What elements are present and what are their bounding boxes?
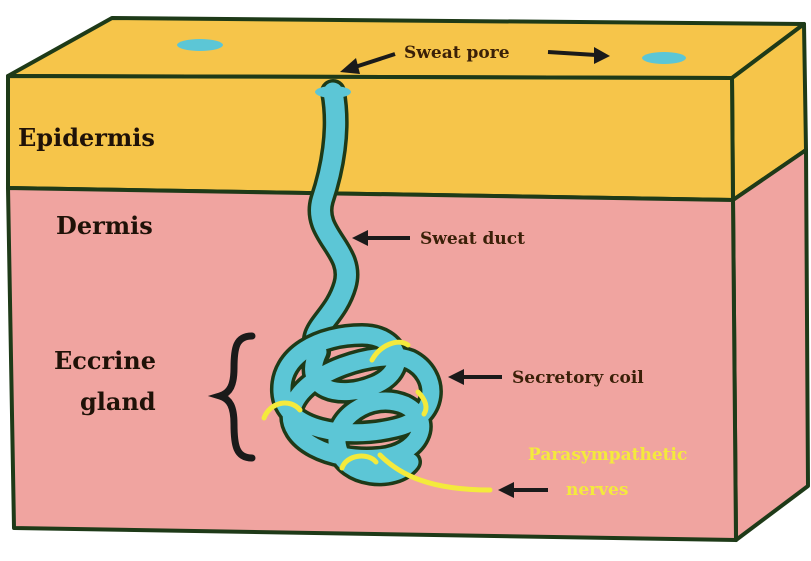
secretory-coil	[282, 335, 431, 474]
parasympathetic-label-line1: Parasympathetic	[528, 445, 687, 465]
secretory-coil-label: Secretory coil	[512, 368, 644, 388]
sweat-pore-label: Sweat pore	[404, 43, 510, 63]
dermis-label: Dermis	[56, 211, 153, 240]
eccrine-gland-label-line2: gland	[80, 387, 156, 416]
sweat-duct-label: Sweat duct	[420, 229, 525, 249]
parasympathetic-label-line2: nerves	[566, 480, 628, 500]
sweat-pore-left	[177, 39, 223, 51]
sweat-pore-right	[642, 52, 686, 64]
block-right-face-dermis	[733, 150, 808, 540]
eccrine-gland-label-line1: Eccrine	[54, 346, 156, 375]
epidermis-label: Epidermis	[18, 123, 155, 152]
